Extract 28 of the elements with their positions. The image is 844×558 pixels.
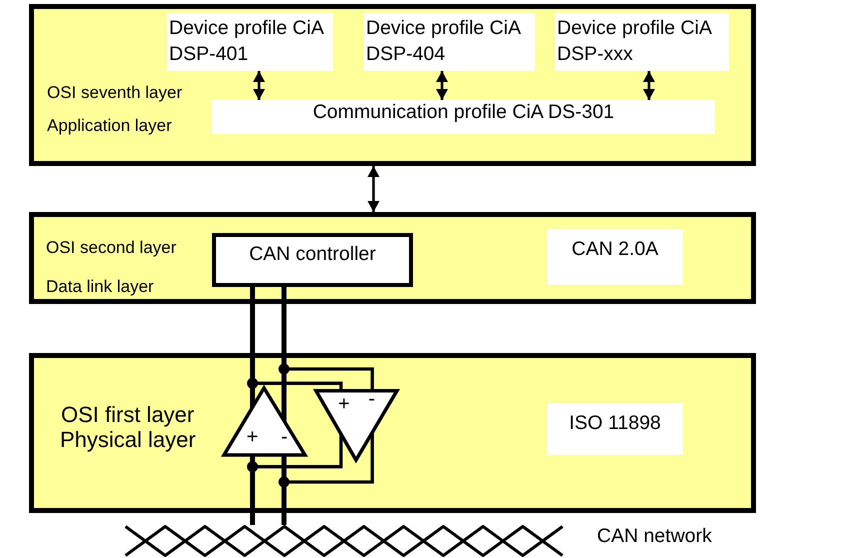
layer-name: Application layer [47, 116, 172, 136]
osi-layer-band [29, 212, 756, 304]
controller-box [212, 233, 413, 287]
layer-name: OSI second layer [46, 238, 176, 258]
profile-name: Communication profile CiA DS-301 [312, 100, 614, 125]
layer-name: Data link layer [46, 276, 154, 296]
layer-name: OSI seventh layer [47, 82, 182, 102]
profile-name: Device profile CiA DSP-xxx [557, 16, 712, 67]
profile-name: Device profile CiA DSP-401 [169, 16, 324, 67]
profile-name: Device profile CiA DSP-404 [366, 16, 522, 67]
double-arrow [253, 71, 265, 100]
double-arrow [643, 71, 655, 100]
controller-name: CAN controller [249, 242, 376, 267]
standard-box [547, 403, 683, 455]
device-profile-box [167, 13, 333, 71]
standard-name: ISO 11898 [569, 411, 661, 436]
double-arrow [368, 166, 380, 212]
device-profile-box [364, 13, 535, 71]
device-profile-box [555, 13, 729, 71]
osi-layer-band [29, 4, 756, 166]
standard-name: CAN 2.0A [572, 237, 658, 262]
network-label: CAN network [597, 524, 712, 548]
double-arrow [436, 71, 448, 100]
layer-name: OSI first layer [61, 402, 194, 428]
layer-name: Physical layer [60, 427, 196, 453]
standard-box [547, 229, 683, 285]
communication-profile-box [212, 100, 715, 134]
network-cable [124, 525, 564, 557]
